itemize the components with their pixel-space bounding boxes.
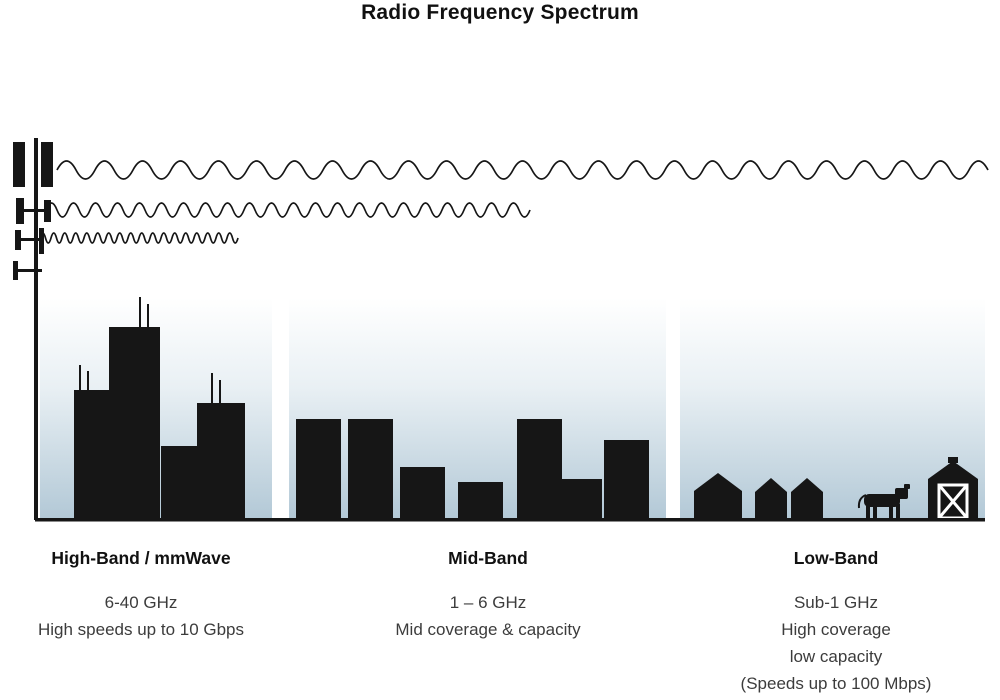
cell-tower-icon <box>13 138 53 520</box>
midrise-skyline-icon <box>296 419 649 520</box>
skyscraper <box>109 327 160 520</box>
mid-band-wave <box>45 202 531 218</box>
building-antenna <box>211 373 213 405</box>
building <box>517 419 562 520</box>
mid-band-label: Mid-Band 1 – 6 GHz Mid coverage & capaci… <box>338 548 638 643</box>
building-antenna <box>219 380 221 405</box>
band-spec-line: 1 – 6 GHz <box>449 593 527 612</box>
building <box>604 440 649 520</box>
high-band-label: High-Band / mmWave 6-40 GHz High speeds … <box>0 548 291 643</box>
skyscraper <box>161 446 198 520</box>
cow-icon <box>857 484 910 519</box>
house-icon <box>755 478 787 520</box>
building <box>296 419 341 520</box>
house-icon <box>694 473 742 520</box>
house-icon <box>791 478 823 520</box>
city-skyline-icon <box>74 297 245 520</box>
skyscraper <box>197 403 245 520</box>
band-title: Low-Band <box>793 548 879 568</box>
high-band-wave <box>39 232 239 244</box>
band-title: High-Band / mmWave <box>51 548 231 568</box>
low-band-wave <box>56 160 989 180</box>
band-spec-line: (Speeds up to 100 Mbps) <box>740 674 932 693</box>
page-title: Radio Frequency Spectrum <box>361 1 639 24</box>
band-title: Mid-Band <box>448 548 528 568</box>
ground-baseline <box>35 518 985 522</box>
building <box>348 419 393 520</box>
building <box>562 479 602 520</box>
building-antenna <box>139 297 141 329</box>
building <box>458 482 503 520</box>
building-antenna <box>147 304 149 329</box>
skyscraper <box>74 390 111 520</box>
building-antenna <box>79 365 81 392</box>
low-band-label: Low-Band Sub-1 GHz High coverage low cap… <box>686 548 986 697</box>
rural-scene <box>694 457 978 520</box>
building-antenna <box>87 371 89 392</box>
band-spec-line: Sub-1 GHz <box>793 593 879 612</box>
radio-waves <box>39 160 989 244</box>
band-spec-line: Mid coverage & capacity <box>395 620 581 639</box>
barn-icon <box>928 457 978 520</box>
band-spec-line: low capacity <box>789 647 883 666</box>
band-spec-line: High speeds up to 10 Gbps <box>37 620 245 639</box>
band-spec-line: High coverage <box>781 620 891 639</box>
band-spec-line: 6-40 GHz <box>104 593 178 612</box>
building <box>400 467 445 520</box>
